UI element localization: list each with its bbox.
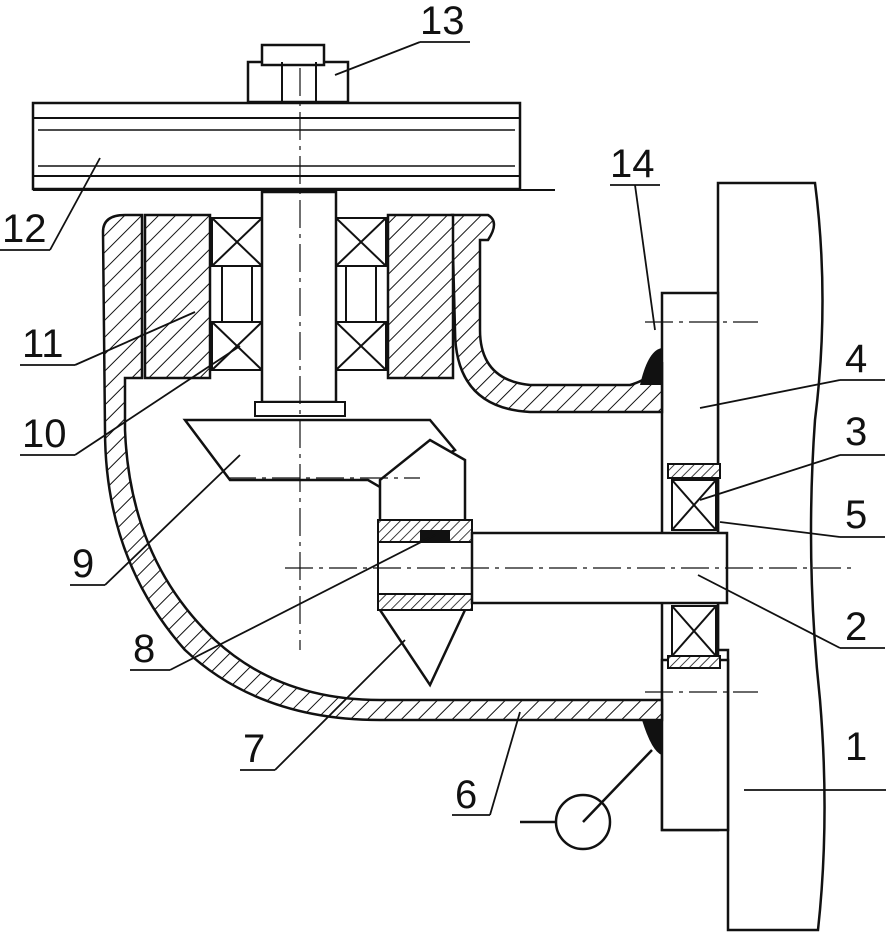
center-lines xyxy=(228,68,855,693)
callout-11: 11 xyxy=(22,322,64,366)
shaft-nut xyxy=(246,43,350,104)
leader-lines xyxy=(0,41,886,816)
bearing-block xyxy=(143,213,455,380)
callout-labels: 1 2 3 4 5 6 7 8 9 10 11 12 13 14 xyxy=(2,0,867,817)
callout-13: 13 xyxy=(420,0,465,43)
vertical-shaft xyxy=(254,190,346,417)
callout-7: 7 xyxy=(243,727,265,771)
gear-housing xyxy=(101,213,664,755)
callout-8: 8 xyxy=(133,627,155,671)
callout-12: 12 xyxy=(2,207,47,251)
horizontal-shaft-bearings xyxy=(667,463,721,669)
pulley-disc xyxy=(31,101,555,191)
callout-6: 6 xyxy=(455,773,477,817)
bevel-gear-driven xyxy=(377,438,473,688)
callout-4: 4 xyxy=(845,337,867,381)
callout-2: 2 xyxy=(845,605,867,649)
callout-9: 9 xyxy=(72,542,94,586)
callout-3: 3 xyxy=(845,410,867,454)
callout-5: 5 xyxy=(845,493,867,537)
gauge-symbol xyxy=(520,749,653,851)
callout-1: 1 xyxy=(845,725,867,769)
frame-plate xyxy=(716,181,826,932)
callout-14: 14 xyxy=(610,142,655,186)
callout-10: 10 xyxy=(22,412,67,456)
